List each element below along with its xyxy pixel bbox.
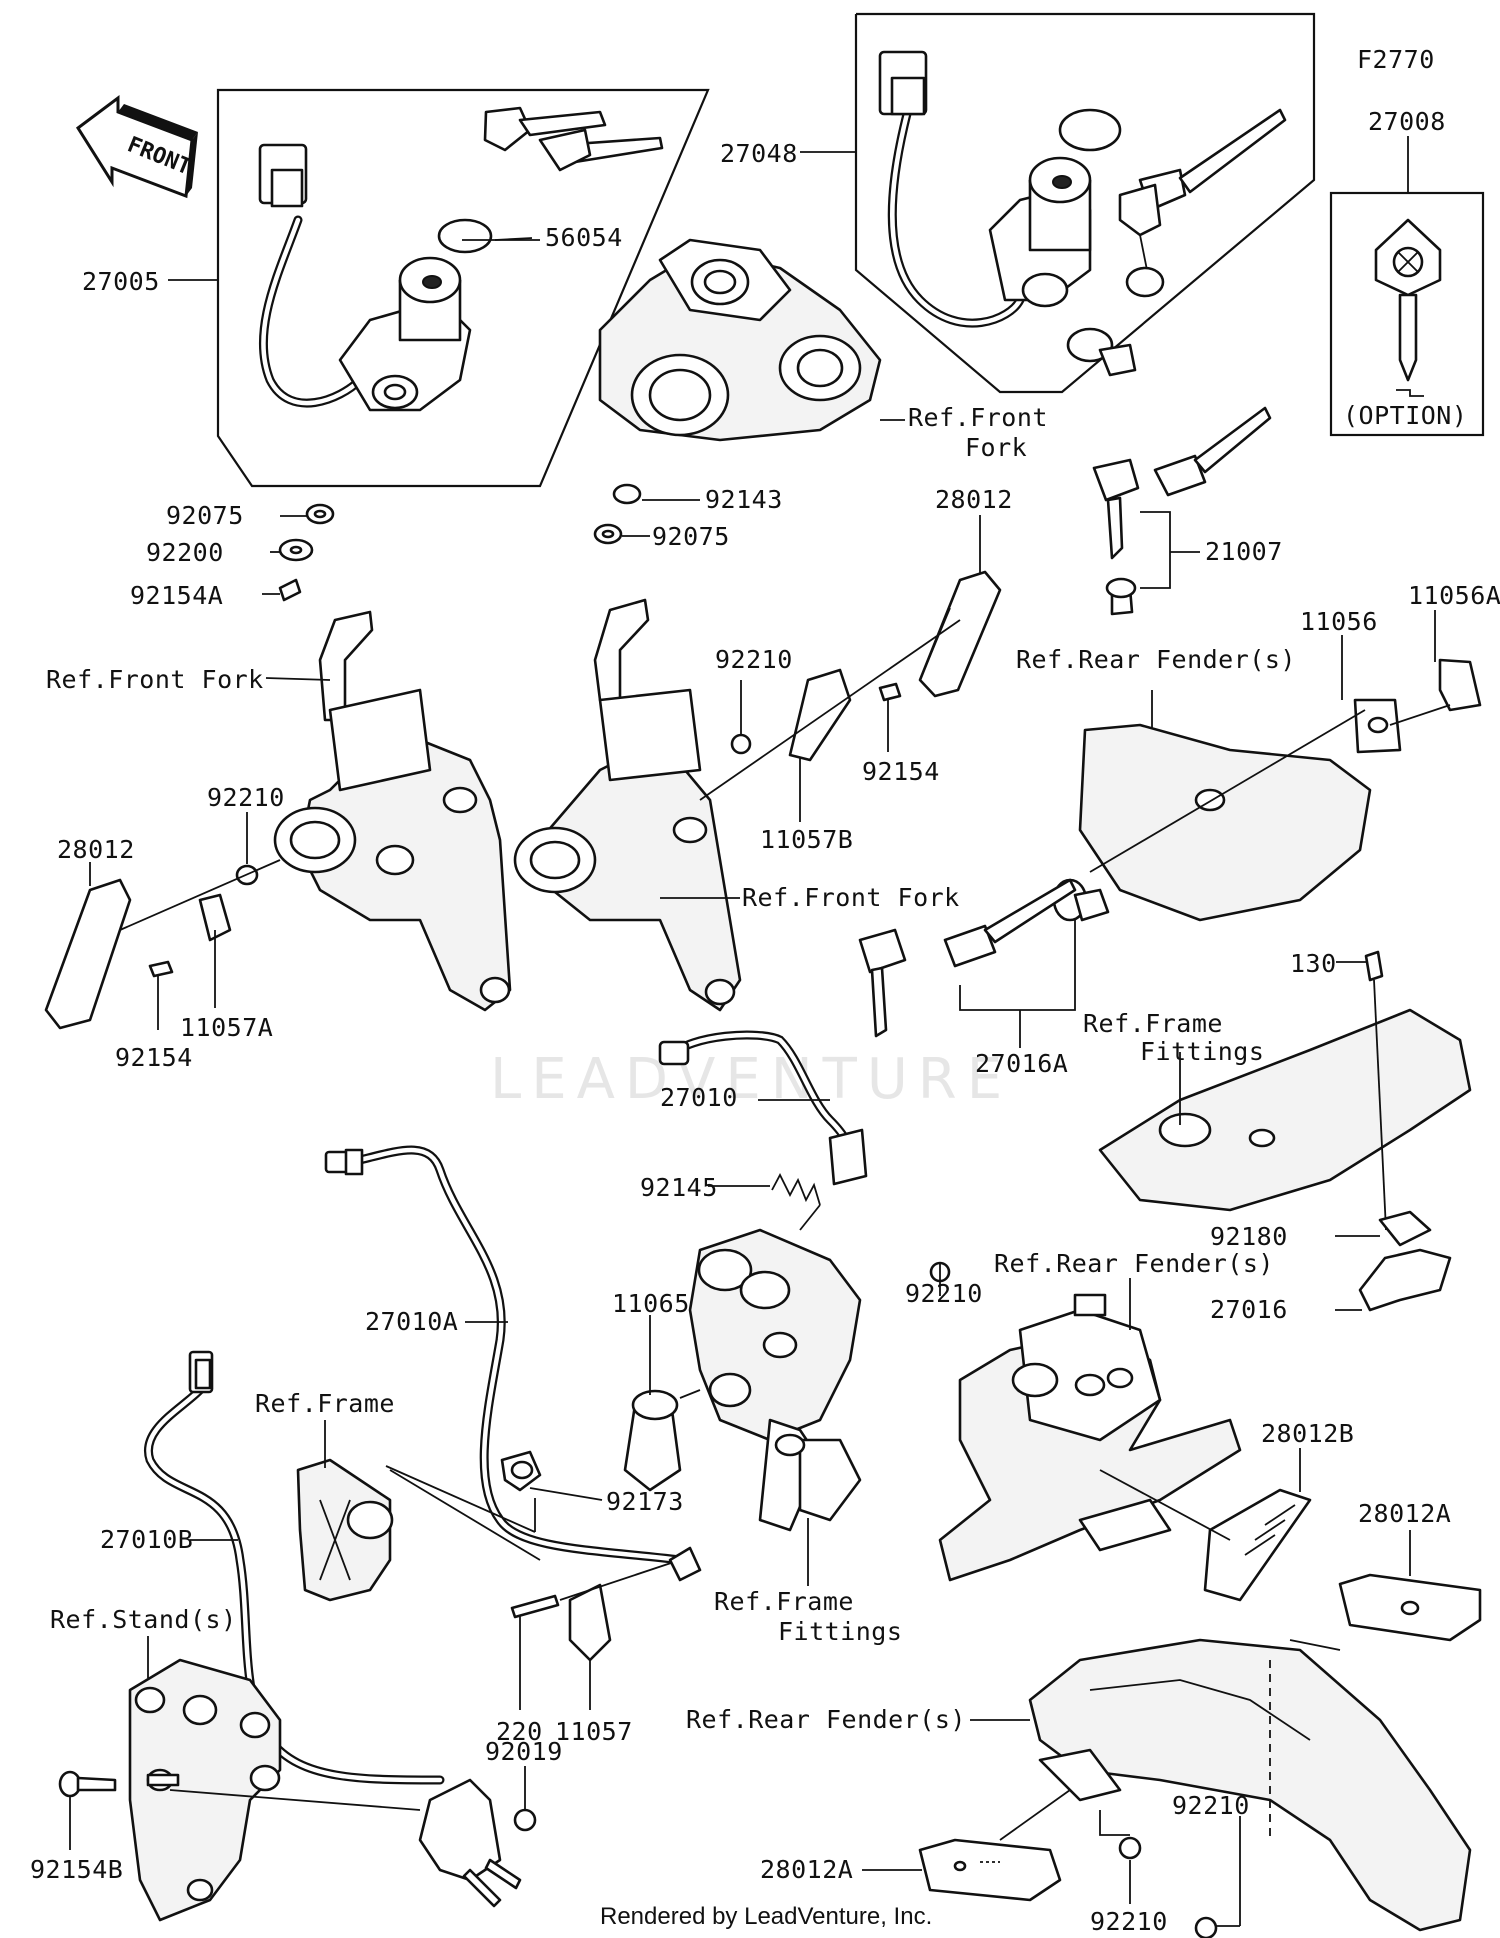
callout-11057: 11057 <box>555 1717 633 1746</box>
callout-28012-left: 28012 <box>57 835 135 864</box>
ref-rear-fender-top: Ref.Rear Fender(s) <box>1016 645 1296 674</box>
option-label: (OPTION) <box>1343 401 1467 430</box>
callout-11057A: 11057A <box>180 1013 273 1042</box>
callout-92145: 92145 <box>640 1173 718 1202</box>
nuts-92210-bottom <box>1099 1810 1241 1938</box>
callout-92210-center: 92210 <box>715 645 793 674</box>
ref-rear-fender-bottom: Ref.Rear Fender(s) <box>686 1705 966 1734</box>
ref-front-fork-top-line1: Ref.Front <box>908 403 1048 432</box>
reflector-28012A-right <box>1338 1530 1482 1642</box>
spring-92145 <box>708 1173 821 1231</box>
ref-frame-left: Ref.Frame <box>255 1389 395 1418</box>
harness-27010B <box>143 1350 445 1785</box>
top-fork-bracket <box>598 238 905 442</box>
frame-left <box>296 1420 541 1602</box>
latch-27016 <box>1335 1210 1452 1312</box>
callout-27016A: 27016A <box>975 1049 1068 1078</box>
reflector-28012-top <box>918 515 1002 698</box>
callout-92154-center: 92154 <box>862 757 940 786</box>
callout-220: 220 <box>496 1717 543 1746</box>
callout-92200: 92200 <box>146 538 224 567</box>
callout-21007: 21007 <box>1205 537 1283 566</box>
callout-27005: 27005 <box>82 267 160 296</box>
callout-92154-left: 92154 <box>115 1043 193 1072</box>
callout-92019: 92019 <box>485 1737 563 1766</box>
callout-27010A: 27010A <box>365 1307 458 1336</box>
callout-27016: 27016 <box>1210 1295 1288 1324</box>
sensor-27010 <box>658 1030 868 1186</box>
reflector-28012B <box>1099 1448 1312 1602</box>
ref-frame-fittings-center-line2: Fittings <box>778 1617 902 1646</box>
callout-28012A-bottom: 28012A <box>760 1855 853 1884</box>
callout-28012A-right: 28012A <box>1358 1499 1451 1528</box>
callout-11056A: 11056A <box>1408 581 1500 610</box>
bracket-11056 <box>1341 610 1482 754</box>
callout-130: 130 <box>1290 949 1337 978</box>
callout-92210-left: 92210 <box>207 783 285 812</box>
footer-text: Rendered by LeadVenture, Inc. <box>600 1903 932 1930</box>
harness-27010A <box>324 1145 685 1565</box>
ref-stands: Ref.Stand(s) <box>50 1605 237 1634</box>
rear-fender-license-bracket <box>929 1261 1242 1582</box>
ref-frame-fittings-right-line1: Ref.Frame <box>1083 1009 1223 1038</box>
ignition-switch-assembly-27005 <box>168 88 710 488</box>
ref-front-fork-left: Ref.Front Fork <box>46 665 264 694</box>
ref-front-fork-mid: Ref.Front Fork <box>742 883 960 912</box>
callout-92180: 92180 <box>1210 1222 1288 1251</box>
callout-28012-top: 28012 <box>935 485 1013 514</box>
center-fork-bracket <box>513 598 742 1012</box>
key-set-27016A <box>858 709 1366 1048</box>
callout-92210-bottom-right: 92210 <box>1172 1791 1250 1820</box>
watermark-text: LEADVENTURE <box>490 1047 1012 1112</box>
callout-27008: 27008 <box>1368 107 1446 136</box>
key-set-21007 <box>1092 406 1272 616</box>
reflector-28012A-bottom <box>862 1789 1071 1902</box>
callout-11065: 11065 <box>612 1289 690 1318</box>
rear-fender-bottom <box>970 1638 1472 1932</box>
callout-92075-left: 92075 <box>166 501 244 530</box>
callout-27048: 27048 <box>720 139 798 168</box>
figure-code: F2770 <box>1357 45 1435 74</box>
left-fork-bracket <box>265 610 512 1012</box>
side-stand-switch <box>418 1766 537 1908</box>
ref-frame-fittings-center-line1: Ref.Frame <box>714 1587 854 1616</box>
option-key-27008 <box>1329 136 1485 437</box>
ref-frame-fittings-right-line2: Fittings <box>1140 1037 1264 1066</box>
bolt-92154B <box>58 1770 117 1850</box>
callout-11057B: 11057B <box>760 825 853 854</box>
callout-92210-mid: 92210 <box>905 1279 983 1308</box>
callout-92173: 92173 <box>606 1487 684 1516</box>
callout-92210-bottom-left: 92210 <box>1090 1907 1168 1936</box>
callout-92143: 92143 <box>705 485 783 514</box>
bracket-11057 <box>510 1546 702 1710</box>
washers <box>262 239 700 602</box>
callout-92154A: 92154A <box>130 581 223 610</box>
callout-56054: 56054 <box>545 223 623 252</box>
front-arrow-icon: FRONT <box>75 95 198 199</box>
clamp-92173 <box>385 1450 603 1533</box>
ignition-switch-assembly-27048 <box>800 12 1316 394</box>
callout-11056: 11056 <box>1300 607 1378 636</box>
rear-fender-top <box>1078 690 1372 922</box>
callout-92075-right: 92075 <box>652 522 730 551</box>
callout-27010B: 27010B <box>100 1525 193 1554</box>
callout-92154B: 92154B <box>30 1855 123 1884</box>
ref-front-fork-top-line2: Fork <box>965 433 1027 462</box>
center-bracket-group <box>699 619 961 822</box>
callout-28012B: 28012B <box>1261 1419 1354 1448</box>
ref-rear-fender-middle: Ref.Rear Fender(s) <box>994 1249 1274 1278</box>
frame-fittings-right <box>1098 950 1472 1231</box>
stand-left <box>128 1636 421 1922</box>
stand-bracket-center <box>623 1228 862 1586</box>
left-reflector-group <box>44 812 281 1030</box>
callout-27010: 27010 <box>660 1083 738 1112</box>
